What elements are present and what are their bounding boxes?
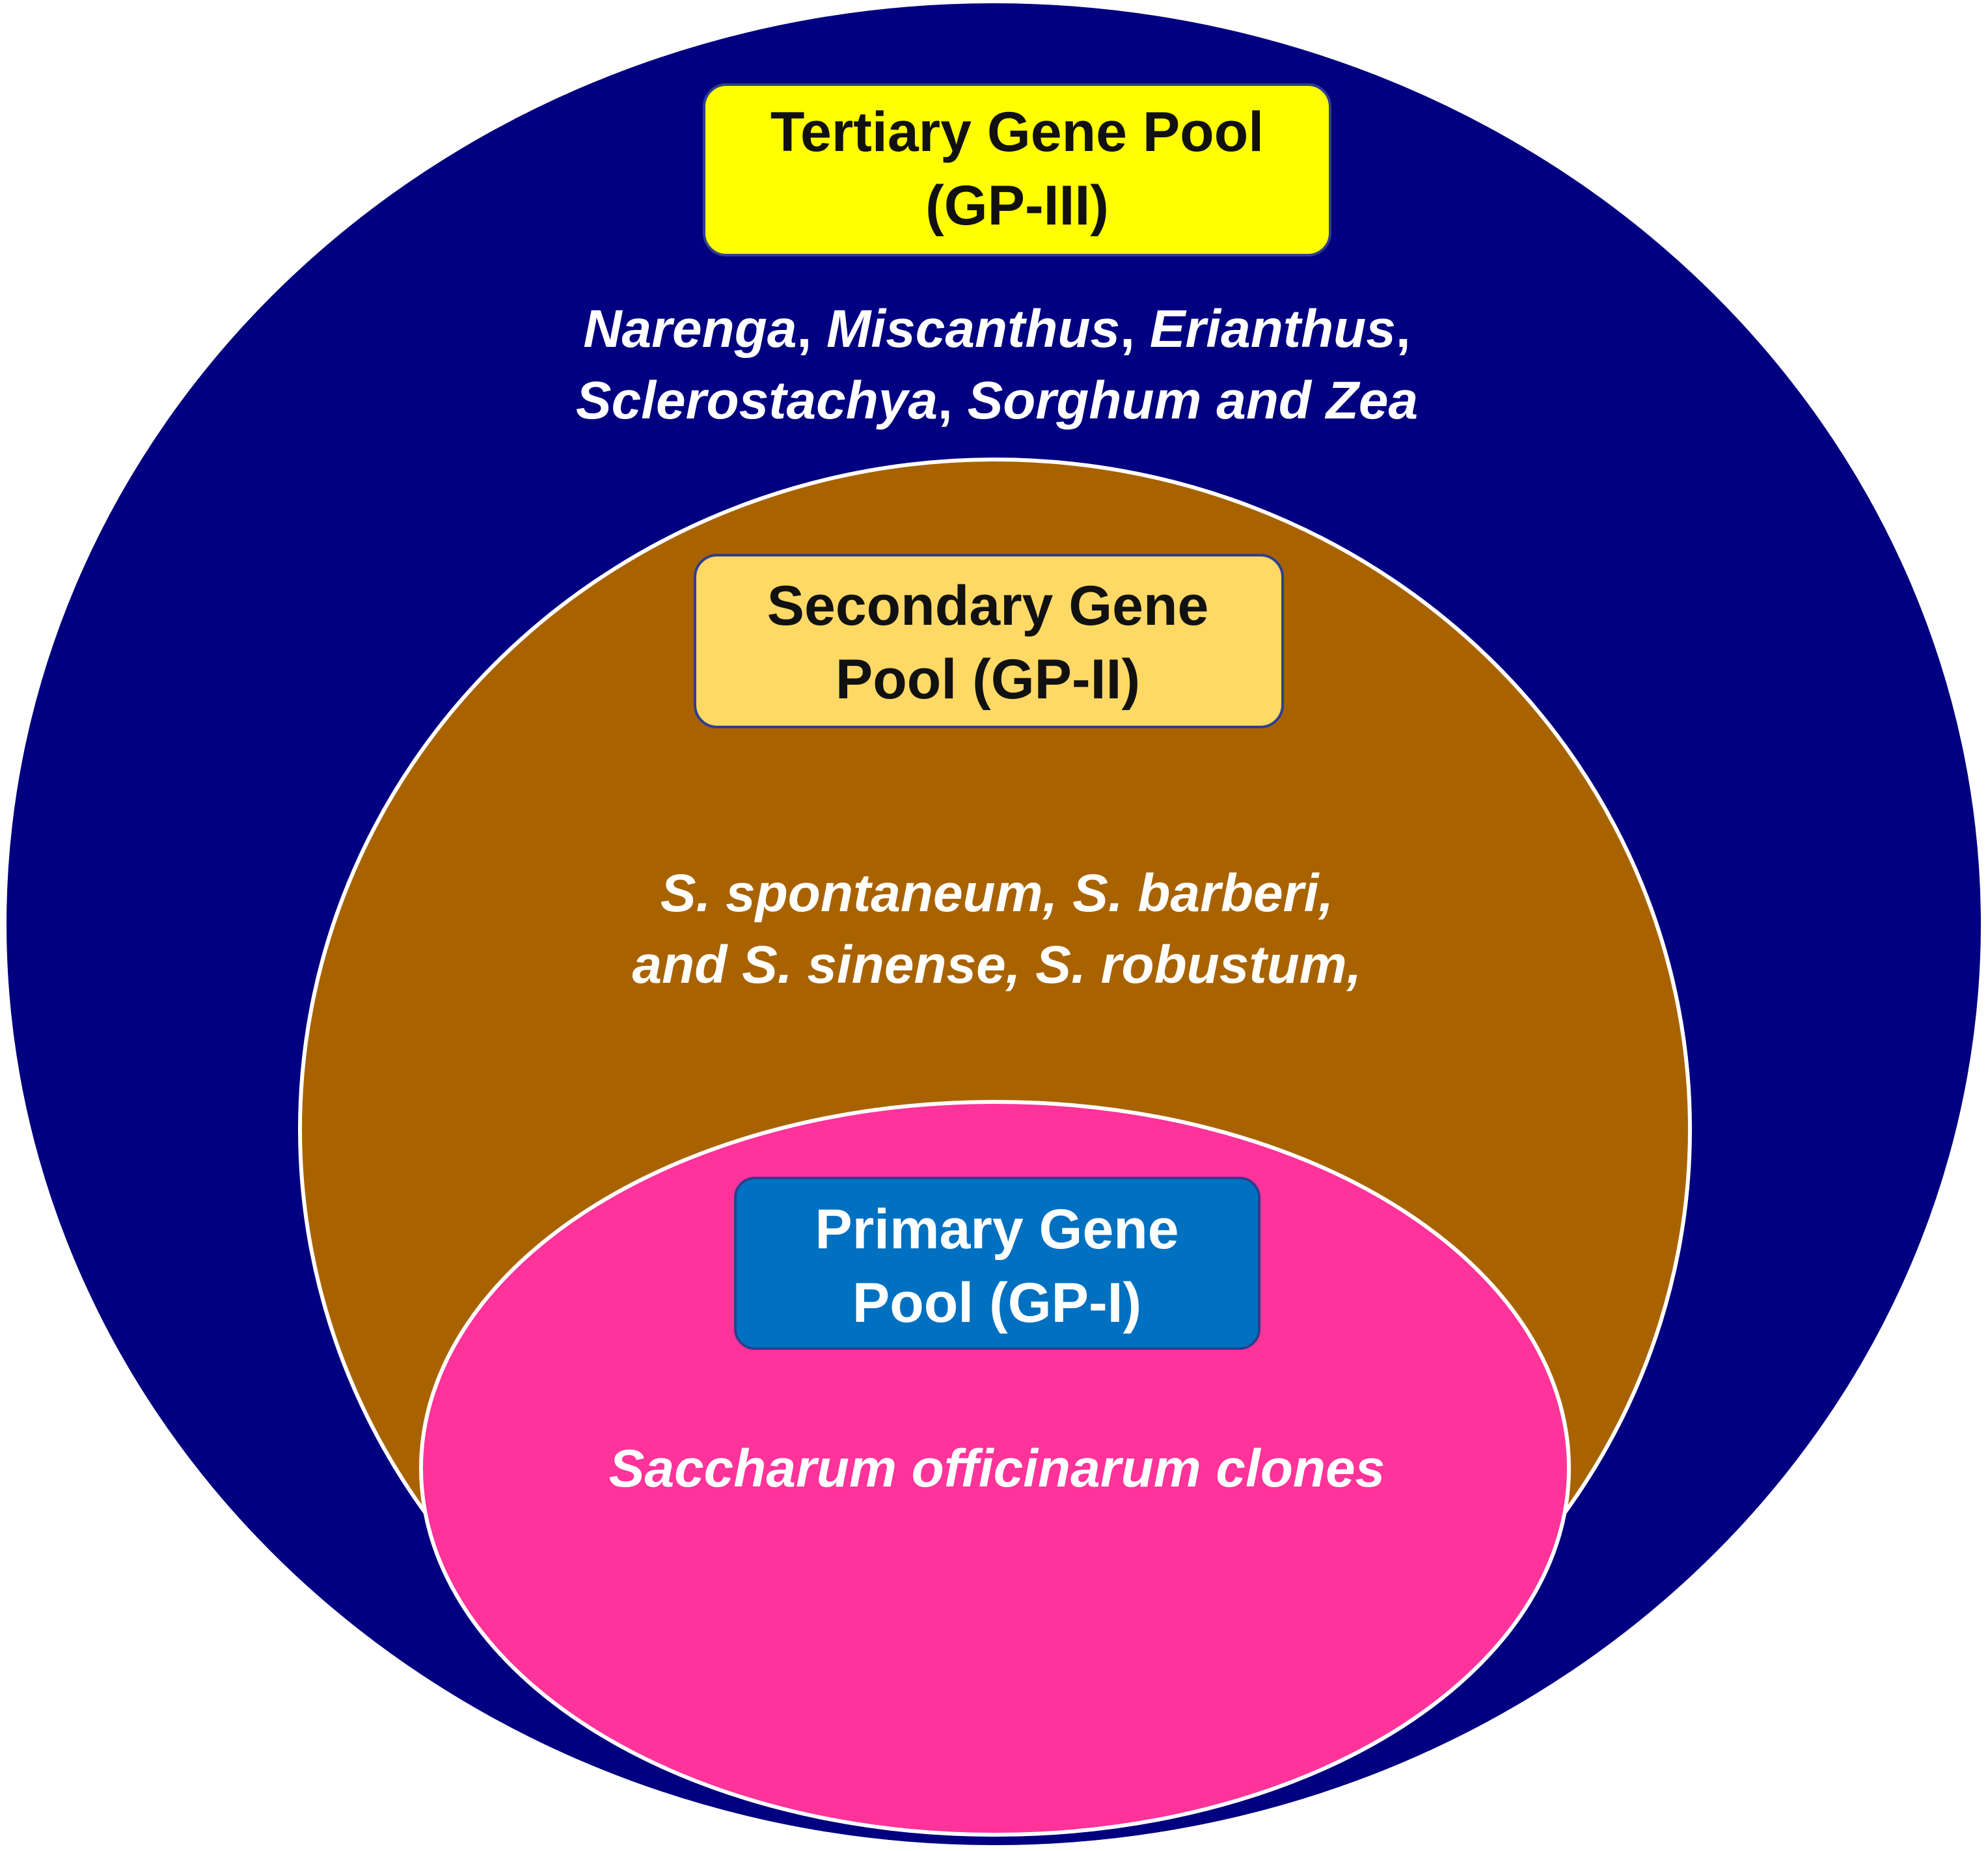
tertiary-member-segment: Sclerostachya <box>576 371 938 430</box>
tertiary-gene-pool-subtitle: (GP-III) <box>925 174 1109 237</box>
primary-gene-pool-circle <box>419 1100 1571 1837</box>
secondary-gene-pool-members-line-2: and S. sinense, S. robustum, <box>633 935 1362 994</box>
tertiary-gene-pool-title: Tertiary Gene Pool <box>770 101 1264 163</box>
tertiary-member-segment: Sorghum and Zea <box>968 371 1419 430</box>
primary-gene-pool-label-box <box>734 1177 1260 1350</box>
tertiary-member-segment: , <box>797 299 826 359</box>
tertiary-member-segment: Erianthus <box>1150 299 1396 359</box>
tertiary-member-segment: Miscanthus <box>826 299 1120 359</box>
tertiary-gene-pool-label-box <box>703 83 1331 256</box>
secondary-gene-pool-subtitle: Pool (GP-II) <box>836 648 1140 711</box>
secondary-gene-pool-members-line-1: S. spontaneum, S. barberi, <box>660 864 1333 923</box>
tertiary-gene-pool-members-line-2: Sclerostachya, Sorghum and Zea <box>576 371 1418 430</box>
primary-gene-pool-subtitle: Pool (GP-I) <box>852 1272 1141 1334</box>
tertiary-member-segment: , <box>1396 299 1411 359</box>
tertiary-member-segment: Narenga <box>583 299 797 359</box>
tertiary-gene-pool-members-line-1: Narenga, Miscanthus, Erianthus, <box>583 299 1410 359</box>
secondary-gene-pool-label-box <box>694 554 1284 728</box>
secondary-gene-pool-title: Secondary Gene <box>767 575 1209 637</box>
primary-gene-pool-title: Primary Gene <box>815 1198 1178 1261</box>
tertiary-member-segment: , <box>1120 299 1150 359</box>
primary-gene-pool-members: Saccharum officinarum clones <box>609 1439 1385 1498</box>
tertiary-member-segment: , <box>938 371 968 430</box>
